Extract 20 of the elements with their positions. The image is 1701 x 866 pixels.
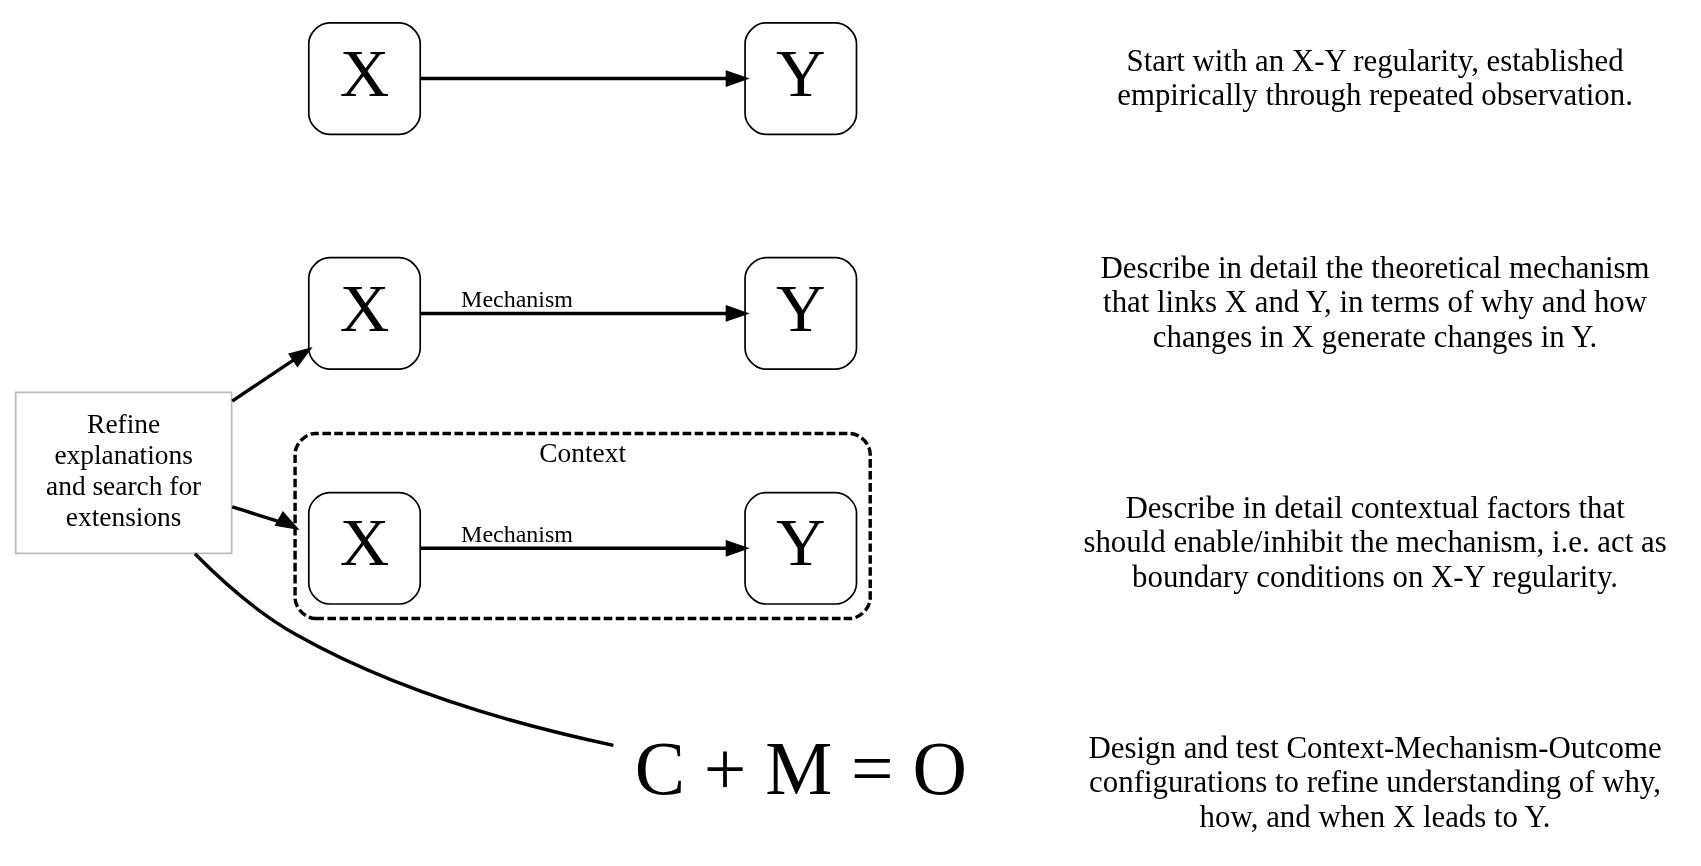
- arrow: [231, 505, 300, 531]
- connector: [193, 552, 614, 747]
- node-box: X: [307, 491, 422, 605]
- node-box: Y: [744, 491, 858, 605]
- node-box: Y: [744, 22, 858, 136]
- label: Describe in detail the theoretical mechanism that links X and Y, in terms of why and how changes in X generate changes in Y.: [1100, 251, 1650, 354]
- node-box: X: [307, 256, 422, 370]
- arrow: [420, 305, 750, 322]
- edge-label: Mechanism: [461, 520, 574, 547]
- node-box: Y: [744, 256, 858, 370]
- node-box: X: [307, 22, 422, 136]
- label: Describe in detail contextual factors that should enable/inhibit the mechanism, i.e. act as boundary conditions on X-Y regularity.: [1083, 491, 1667, 594]
- label: Design and test Context-Mechanism-Outcome configurations to refine understanding of why, how, and when X leads to Y.: [1088, 731, 1662, 834]
- arrow: [420, 539, 750, 557]
- node-box: Refine explanations and search for extensions: [14, 391, 233, 555]
- edge-label: Mechanism: [461, 285, 574, 312]
- arrow: [420, 70, 750, 87]
- arrow: [231, 347, 313, 403]
- label: Start with an X-Y regularity, established empirically through repeated observation.: [1117, 43, 1633, 112]
- node-text: C + M = O: [634, 726, 967, 810]
